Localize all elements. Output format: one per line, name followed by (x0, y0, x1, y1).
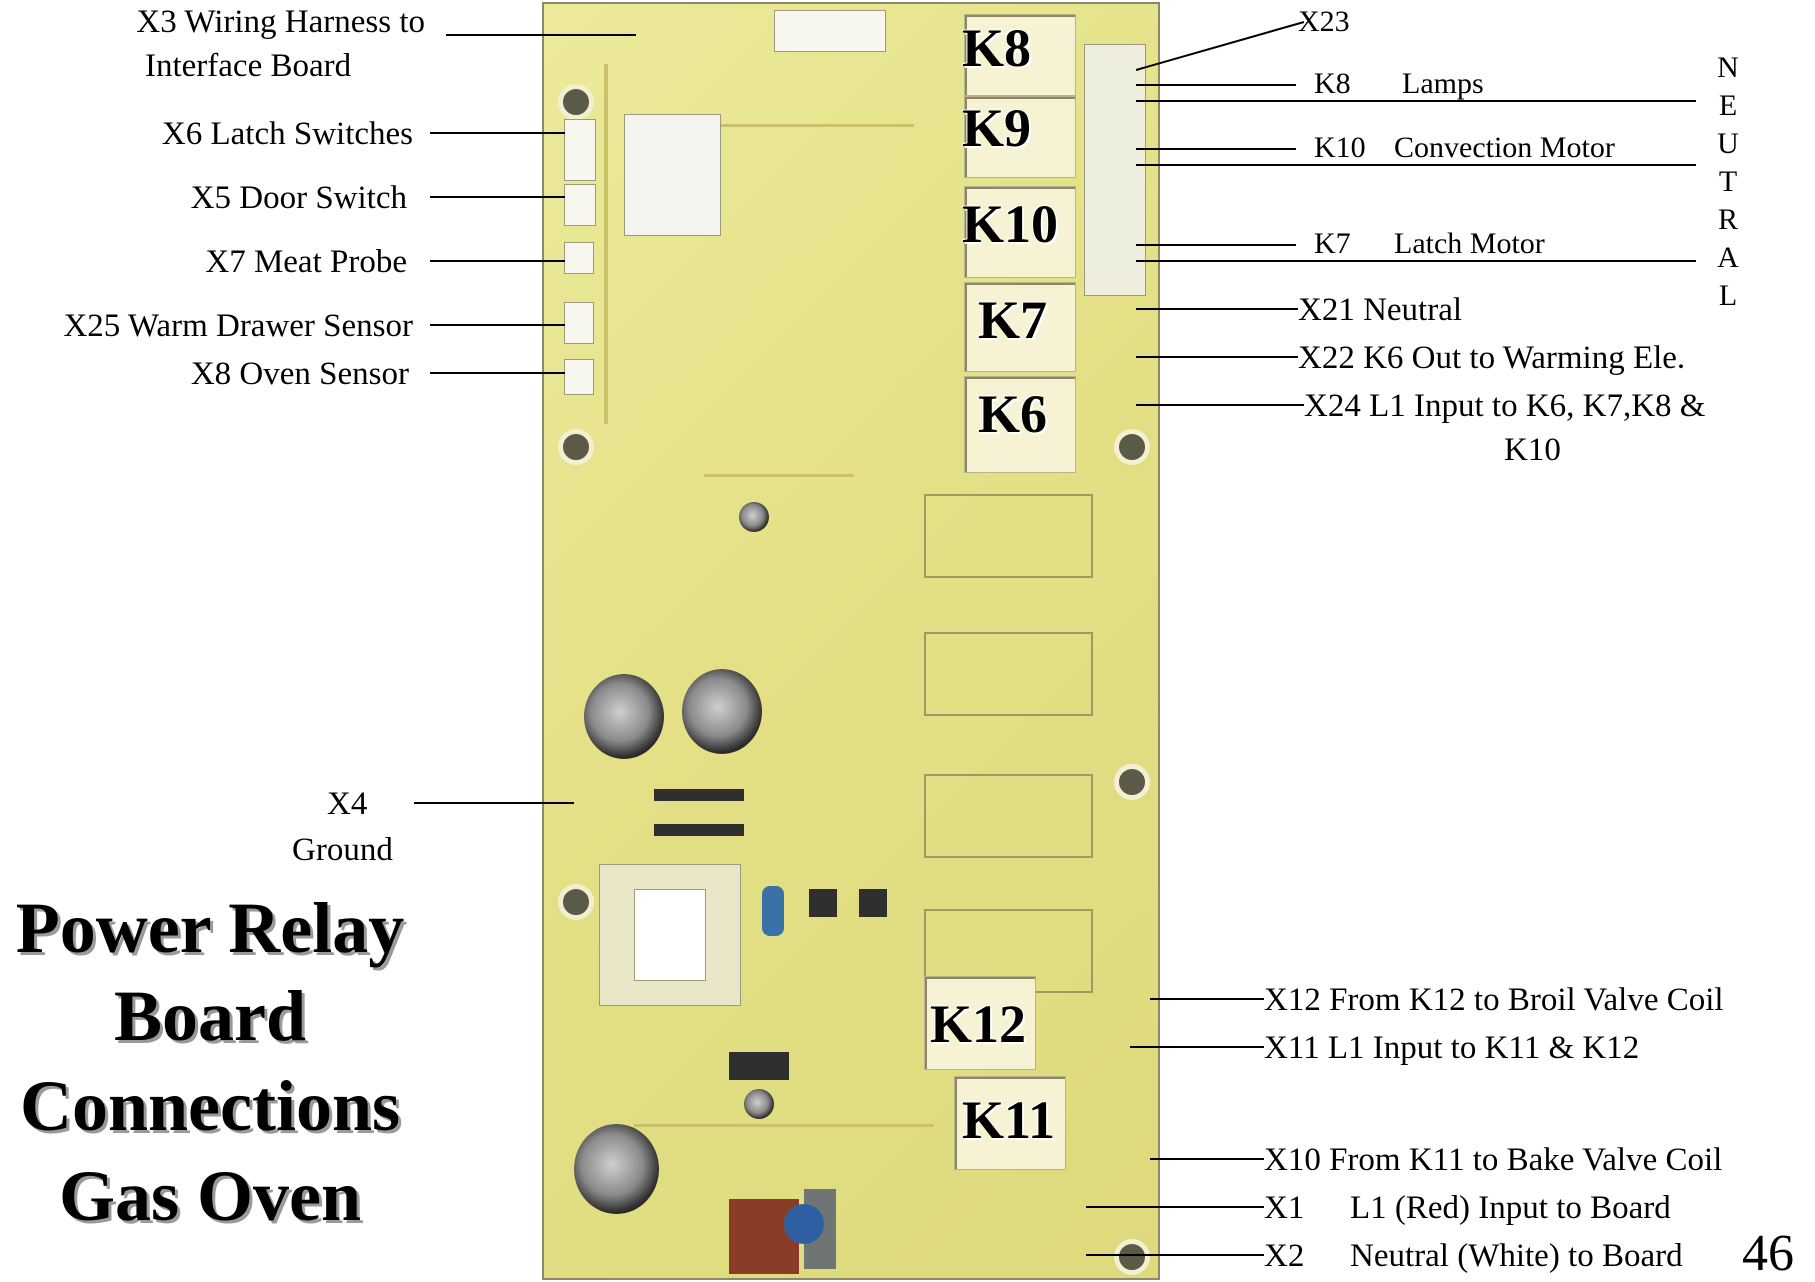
neutral-leader-3 (1136, 260, 1696, 262)
relay-k12-label: K12 (930, 996, 1026, 1052)
x1-leader (1086, 1206, 1264, 1208)
neutral-letter: L (1713, 278, 1743, 314)
title-line-2: Board (0, 976, 420, 1056)
x2-desc-label: Neutral (White) to Board (1350, 1238, 1683, 1274)
x7-leader (430, 260, 565, 262)
mounting-hole (1114, 764, 1150, 800)
x7-label: X7 Meat Probe (205, 244, 407, 280)
k10-relay-label: K10 (1314, 130, 1366, 166)
k10-function-label: Convection Motor (1394, 130, 1615, 166)
neutral-leader-2 (1136, 164, 1696, 166)
transistor (859, 889, 887, 917)
capacitor (574, 1124, 659, 1214)
x3-label-line1: X3 Wiring Harness to (136, 4, 425, 40)
x8-leader (430, 372, 565, 374)
k8-leader (1136, 84, 1296, 86)
x1-id-label: X1 (1264, 1190, 1304, 1226)
k10-leader (1136, 148, 1296, 150)
x24-label-line1: X24 L1 Input to K6, K7,K8 & (1304, 388, 1705, 424)
neutral-letter: R (1713, 202, 1743, 238)
x25-leader (430, 324, 565, 326)
x3-connector (774, 10, 886, 52)
relay-k9-label: K9 (962, 100, 1031, 156)
mounting-hole (1114, 1239, 1150, 1275)
x23-connector (1084, 44, 1146, 296)
title-line-4: Gas Oven (0, 1156, 420, 1236)
x12-label: X12 From K12 to Broil Valve Coil (1264, 982, 1724, 1018)
mounting-hole (558, 429, 594, 465)
x24-label-line2: K10 (1504, 432, 1561, 468)
k8-relay-label: K8 (1314, 66, 1351, 102)
diode (654, 789, 744, 801)
x8-connector (564, 359, 594, 395)
mounting-hole (1114, 429, 1150, 465)
relay-k11-label: K11 (962, 1092, 1055, 1148)
relay-k7-label: K7 (978, 292, 1047, 348)
neutral-letter: E (1713, 88, 1743, 124)
x24-leader (1136, 404, 1304, 406)
relay-footprint (924, 774, 1093, 858)
x5-leader (430, 196, 565, 198)
white-module (624, 114, 721, 236)
x11-label: X11 L1 Input to K11 & K12 (1264, 1030, 1639, 1066)
blue-resistor (762, 886, 784, 936)
relay-k6-label: K6 (978, 386, 1047, 442)
x2-id-label: X2 (1264, 1238, 1304, 1274)
connector-header (729, 1052, 789, 1080)
title-line-1: Power Relay (0, 888, 420, 968)
capacitor (682, 669, 762, 754)
relay-k8-label: K8 (962, 20, 1031, 76)
mounting-hole (558, 884, 594, 920)
capacitor (744, 1089, 774, 1119)
relay-footprint (924, 632, 1093, 716)
x3-leader (446, 34, 636, 36)
x10-leader (1150, 1158, 1264, 1160)
x25-label: X25 Warm Drawer Sensor (63, 308, 413, 344)
diode (654, 824, 744, 836)
x22-label: X22 K6 Out to Warming Ele. (1298, 340, 1685, 376)
k7-function-label: Latch Motor (1394, 226, 1545, 262)
x5-connector (564, 184, 596, 226)
x6-leader (430, 132, 565, 134)
x1-desc-label: L1 (Red) Input to Board (1350, 1190, 1671, 1226)
capacitor (584, 674, 664, 759)
mounting-hole (558, 84, 594, 120)
x2-leader (1086, 1254, 1264, 1256)
x21-leader (1136, 308, 1298, 310)
k7-leader (1136, 244, 1296, 246)
x11-leader (1130, 1046, 1264, 1048)
neutral-letter: N (1713, 50, 1743, 86)
relay-footprint (924, 494, 1093, 578)
relay-k10-label: K10 (962, 196, 1058, 252)
neutral-leader-1 (1136, 100, 1696, 102)
relay-board-photo (542, 2, 1160, 1280)
capacitor (739, 502, 769, 532)
blue-capacitor (784, 1204, 824, 1244)
neutral-letter: A (1713, 240, 1743, 276)
x22-leader (1136, 356, 1298, 358)
x23-leader (1136, 20, 1306, 72)
x8-label: X8 Oven Sensor (191, 356, 409, 392)
x4-label-line2: Ground (292, 832, 393, 868)
x6-connector (564, 119, 596, 181)
x12-leader (1150, 998, 1264, 1000)
k7-relay-label: K7 (1314, 226, 1351, 262)
x7-connector (564, 242, 594, 274)
x21-label: X21 Neutral (1298, 292, 1462, 328)
neutral-letter: U (1713, 126, 1743, 162)
x3-label-line2: Interface Board (145, 48, 351, 84)
transformer-core (634, 889, 706, 981)
title-line-3: Connections (0, 1066, 420, 1146)
x4-label-line1: X4 (327, 786, 367, 822)
x4-leader (414, 802, 574, 804)
x25-connector (564, 302, 594, 344)
x6-label: X6 Latch Switches (162, 116, 413, 152)
x5-label: X5 Door Switch (191, 180, 407, 216)
transistor (809, 889, 837, 917)
k8-function-label: Lamps (1402, 66, 1484, 102)
page-number: 46 (1742, 1226, 1794, 1282)
neutral-letter: T (1713, 164, 1743, 200)
x10-label: X10 From K11 to Bake Valve Coil (1264, 1142, 1722, 1178)
